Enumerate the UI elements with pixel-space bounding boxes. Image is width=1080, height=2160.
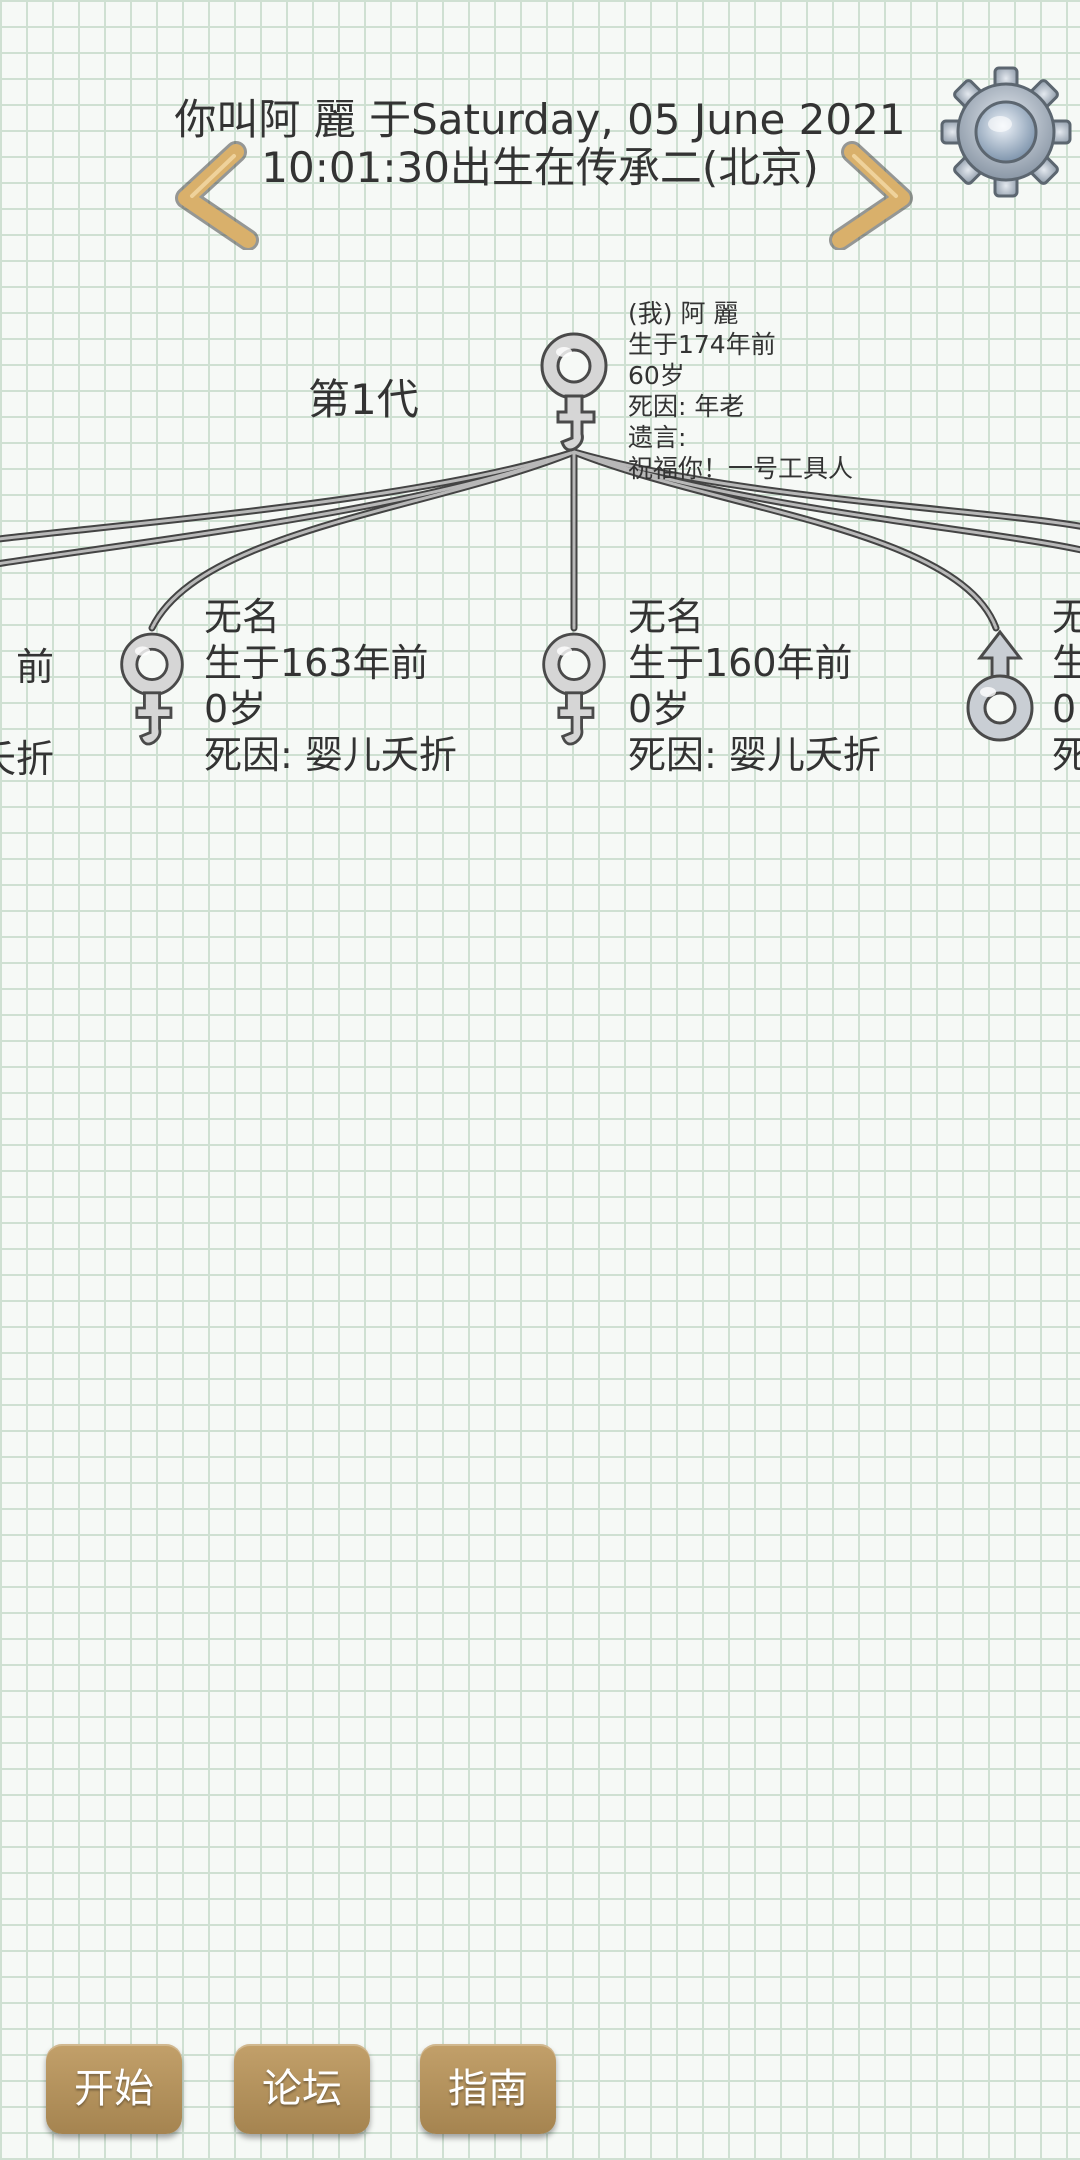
birth-info-title: 你叫阿 麗 于Saturday, 05 June 2021 10:01:30出生… <box>150 96 930 192</box>
child-age: 0岁 <box>204 687 267 731</box>
child-born: 生于160年前 <box>628 641 853 685</box>
root-person-info: (我) 阿 麗 生于174年前 60岁 死因: 年老 遗言: 祝福你！一号工具人 <box>628 298 853 484</box>
child-age <box>0 690 54 736</box>
child-node[interactable] <box>538 630 610 750</box>
child-info: 前 夭折 <box>0 598 54 782</box>
child-cause: 死因: 婴儿夭折 <box>204 733 457 777</box>
child-node[interactable] <box>116 630 188 750</box>
root-person-cause: 死因: 年老 <box>628 392 745 421</box>
child-info: 无名 生于160年前 0岁 死因: 婴儿夭折 <box>628 594 881 778</box>
child-age: 0 <box>1052 687 1077 731</box>
child-born: 生 <box>1052 641 1080 685</box>
birth-info-line-1: 你叫阿 麗 于Saturday, 05 June 2021 <box>174 95 906 144</box>
generation-label: 第1代 <box>308 375 419 424</box>
child-cause: 死 <box>1052 733 1080 777</box>
root-person-will-label: 遗言: <box>628 423 687 452</box>
male-symbol-icon <box>966 629 1034 742</box>
child-info: 无名 生于163年前 0岁 死因: 婴儿夭折 <box>204 594 457 778</box>
female-symbol-icon <box>540 332 608 452</box>
root-person-age: 60岁 <box>628 361 685 390</box>
child-name: 无名 <box>204 595 281 639</box>
root-person-node[interactable] <box>536 330 612 456</box>
child-name <box>0 598 54 644</box>
child-age: 0岁 <box>628 687 691 731</box>
female-symbol-icon <box>120 632 184 746</box>
forum-button[interactable]: 论坛 <box>234 2044 370 2134</box>
child-cause: 夭折 <box>0 737 54 781</box>
child-info: 无 生 0 死 <box>1052 594 1080 778</box>
child-born: 生于163年前 <box>204 641 429 685</box>
gear-icon <box>940 66 1072 198</box>
chevron-left-icon <box>175 141 259 250</box>
birth-info-line-2: 10:01:30出生在传承二(北京) <box>261 143 819 192</box>
child-cause: 死因: 婴儿夭折 <box>628 733 881 777</box>
child-node[interactable] <box>964 628 1036 746</box>
root-person-born: 生于174年前 <box>628 330 776 359</box>
guide-button[interactable]: 指南 <box>420 2044 556 2134</box>
chevron-right-icon <box>829 141 913 250</box>
root-person-name: (我) 阿 麗 <box>628 299 739 328</box>
next-button[interactable] <box>822 140 922 250</box>
settings-button[interactable] <box>938 64 1074 200</box>
child-born: 前 <box>15 645 54 689</box>
root-person-will-text: 祝福你！一号工具人 <box>628 454 854 483</box>
child-name: 无 <box>1052 595 1080 639</box>
child-name: 无名 <box>628 595 705 639</box>
previous-button[interactable] <box>166 140 266 250</box>
female-symbol-icon <box>542 632 606 746</box>
start-button[interactable]: 开始 <box>46 2044 182 2134</box>
